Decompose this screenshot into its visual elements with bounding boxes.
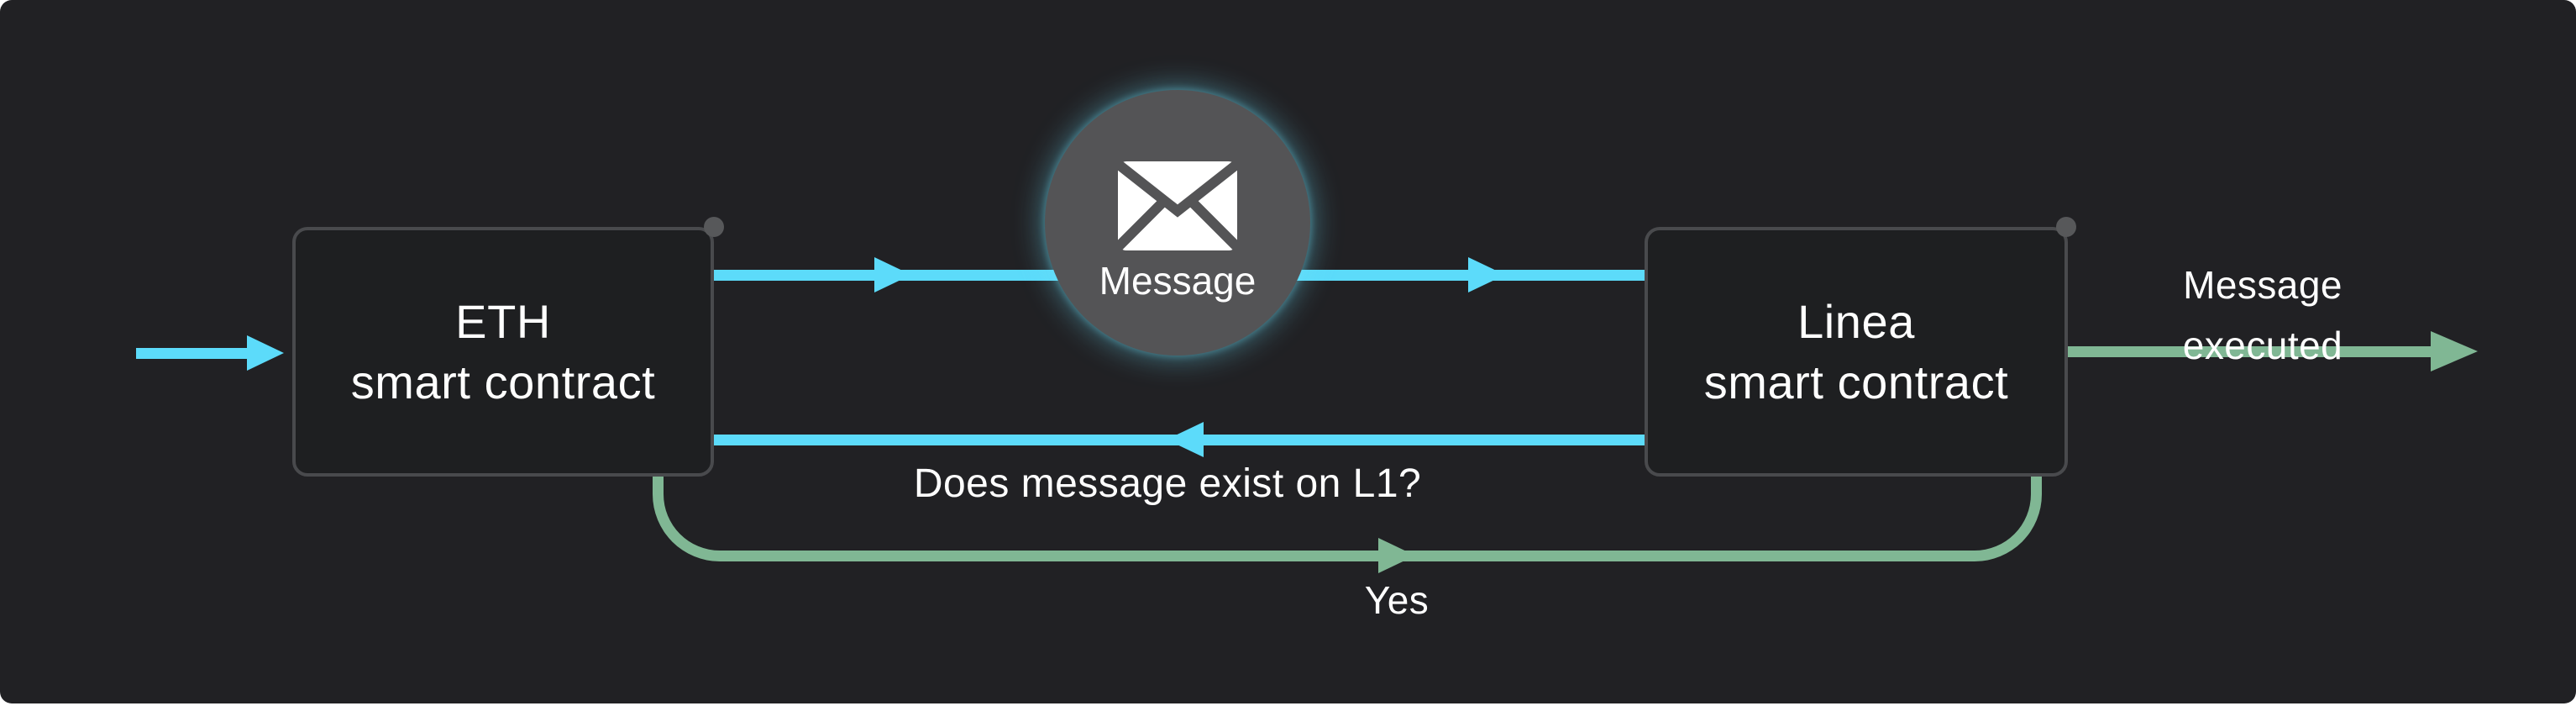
executed-label-line1: Message — [2183, 263, 2343, 307]
executed-edge-label: Message executed — [2053, 255, 2473, 376]
linea-node-label-line1: Linea — [1797, 294, 1915, 348]
executed-label-line2: executed — [2182, 324, 2343, 367]
executed-arrowhead-icon — [2431, 331, 2478, 371]
linea-smart-contract-node: Linea smart contract — [1645, 227, 2068, 477]
message-node-label: Message — [1099, 259, 1257, 303]
return-arrowhead-icon — [1167, 422, 1204, 457]
message-node: Message — [1045, 90, 1310, 356]
eth-box-corner-dot — [704, 217, 724, 237]
eth-node-label-line1: ETH — [455, 294, 551, 348]
eth-smart-contract-node: ETH smart contract — [292, 227, 714, 477]
message-to-linea-arrowhead-icon — [1468, 257, 1505, 292]
question-edge-label: Does message exist on L1? — [913, 461, 1422, 506]
eth-to-message-arrowhead-icon — [874, 257, 911, 292]
entry-arrowhead-icon — [247, 335, 284, 371]
yes-edge-label: Yes — [1364, 578, 1430, 622]
yes-loop-arrowhead-icon — [1378, 538, 1415, 573]
entry-arrow-line — [136, 348, 249, 359]
linea-node-label-line2: smart contract — [1703, 355, 2009, 408]
envelope-icon — [1118, 161, 1237, 250]
eth-node-label-line2: smart contract — [350, 355, 656, 408]
executed-arrow-line — [2068, 346, 2434, 357]
linea-box-corner-dot — [2056, 217, 2076, 237]
